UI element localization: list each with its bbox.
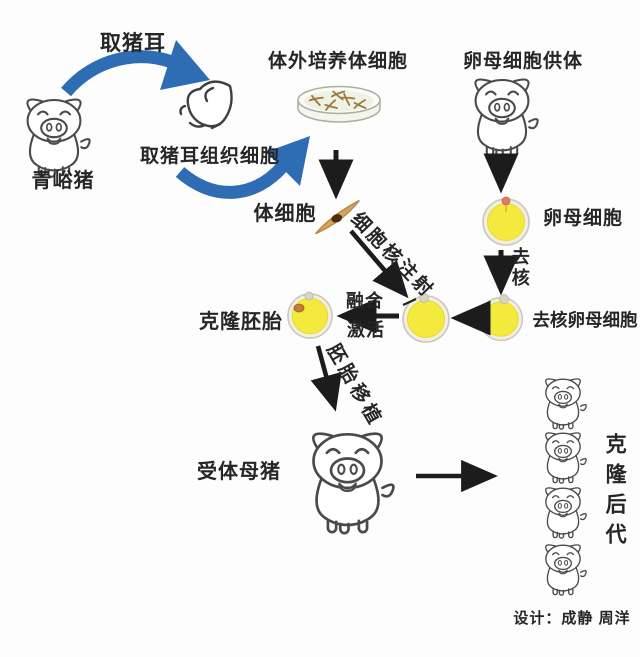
- label-enucleation: 去核: [509, 247, 530, 289]
- piglet-icon: [545, 487, 587, 539]
- clone-embryo-icon: [287, 291, 333, 339]
- piglet-icon: [545, 432, 587, 484]
- clone-piglets-icon: [545, 378, 587, 596]
- piglet-icon: [545, 544, 587, 596]
- label-oocyte: 卵母细胞: [542, 208, 624, 229]
- somatic-cell-icon: [314, 199, 360, 235]
- petri-dish-icon: [297, 85, 381, 123]
- label-donor-pig: 青峪猪: [31, 170, 95, 192]
- label-in-vitro-culture: 体外培养体细胞: [267, 51, 409, 72]
- label-activation: 激活: [347, 320, 385, 340]
- arrow-embryo-transfer-icon: [310, 345, 342, 412]
- label-take-ear-tissue: 取猪耳组织细胞: [139, 146, 281, 167]
- piglet-icon: [545, 378, 587, 430]
- oocyte-donor-pig-icon: [474, 78, 539, 158]
- label-clone-offspring: 克隆后代: [603, 433, 627, 553]
- oocyte-icon: [482, 196, 530, 246]
- label-credit: 设计：成静 周洋: [513, 610, 631, 627]
- label-recipient-sow: 受体母猪: [197, 461, 281, 483]
- label-enucleated-oocyte: 去核卵母细胞: [532, 310, 638, 330]
- arrow-nuclear-injection-icon: [349, 229, 409, 299]
- label-clone-embryo: 克隆胚胎: [199, 311, 283, 333]
- injected-oocyte-icon: [402, 293, 450, 343]
- label-take-pig-ear: 取猪耳: [100, 32, 166, 55]
- donor-pig-icon: [26, 98, 91, 178]
- label-fusion: 融合: [346, 291, 384, 311]
- label-somatic-cell: 体细胞: [253, 203, 317, 225]
- blue-arrow-ear-tissue-icon: [175, 136, 310, 199]
- pig-ear-icon: [179, 80, 233, 130]
- enucleated-oocyte-icon: [478, 294, 524, 342]
- blue-arrow-take-ear-icon: [61, 40, 210, 97]
- recipient-sow-icon: [311, 432, 395, 535]
- label-oocyte-donor: 卵母细胞供体: [462, 51, 584, 72]
